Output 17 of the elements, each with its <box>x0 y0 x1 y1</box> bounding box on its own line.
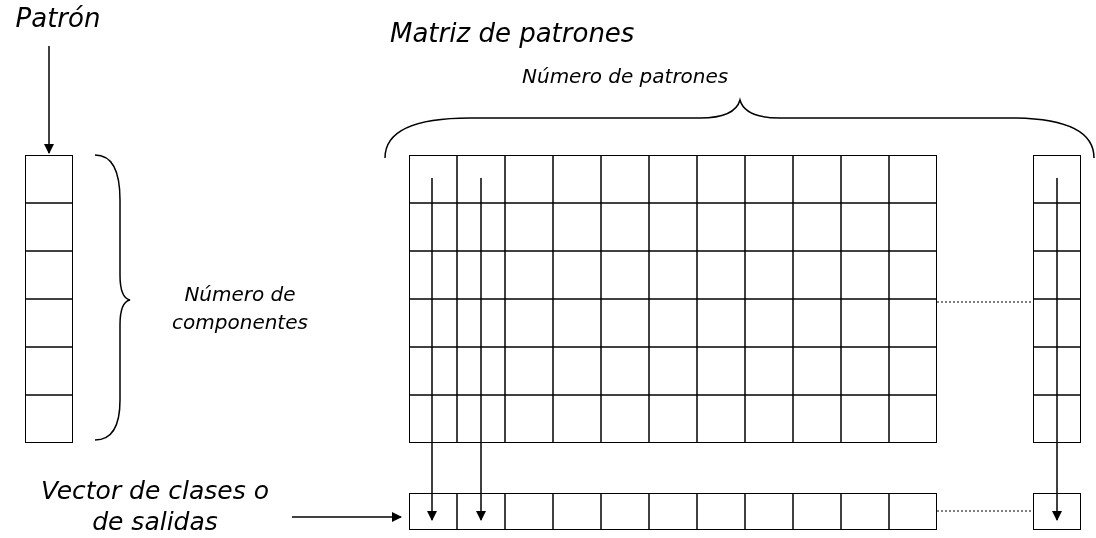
class-vector-label: Vector de clases o de salidas <box>30 475 280 538</box>
arrow <box>427 177 437 521</box>
class-vector-last-cell <box>1033 493 1081 530</box>
dotted-line <box>936 301 1034 303</box>
arrow <box>44 45 54 154</box>
brace-label: Número de patrones <box>522 64 729 88</box>
pattern-label: Patrón <box>8 2 108 40</box>
arrow <box>476 177 486 521</box>
matrix-title: Matriz de patrones <box>390 18 635 48</box>
brace-label: Número de componentes <box>171 281 309 336</box>
arrow <box>1052 177 1062 521</box>
class-vector <box>409 493 937 530</box>
dotted-line <box>936 510 1034 512</box>
arrow <box>291 512 402 522</box>
pattern-matrix <box>409 155 937 443</box>
pattern-vector <box>25 155 73 443</box>
matrix-last-column <box>1033 155 1081 443</box>
